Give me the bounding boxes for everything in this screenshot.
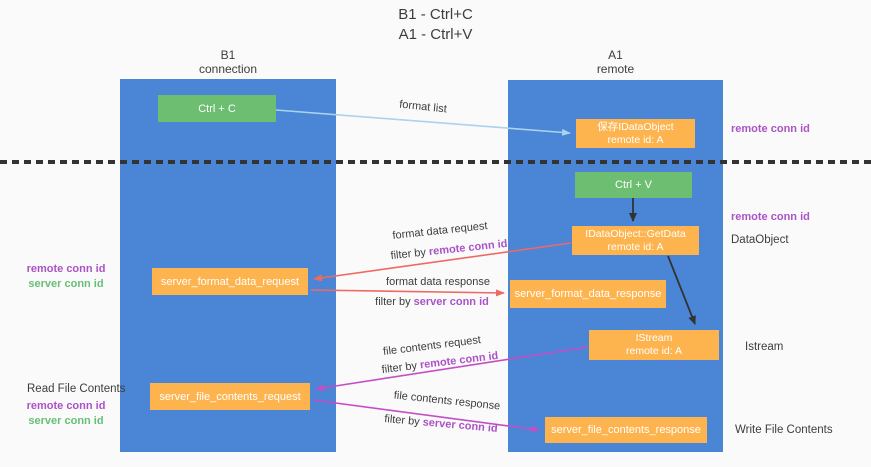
lifeline-a1-name: A1 <box>608 48 623 62</box>
format-conn-id-group: remote conn id server conn id <box>22 262 110 292</box>
diagram-title: B1 - Ctrl+C A1 - Ctrl+V <box>0 5 871 45</box>
lifeline-b1-name: B1 <box>220 48 236 62</box>
format-data-request-label: format data request <box>391 220 489 242</box>
node-ctrl-c: Ctrl + C <box>158 95 276 122</box>
node-ctrl-v: Ctrl + V <box>575 172 692 198</box>
read-file-contents-label: Read File Contents <box>27 383 126 395</box>
write-file-contents-label: Write File Contents <box>735 424 833 436</box>
remote-conn-id-highlight: remote conn id <box>419 349 499 372</box>
format-data-response-label: format data response <box>386 276 490 288</box>
filter-by-text: filter by <box>375 296 414 308</box>
node-server-file-contents-response: server_file_contents_response <box>545 417 707 443</box>
file-contents-response-label: file contents response <box>393 389 501 413</box>
server-conn-id-highlight: server conn id <box>413 296 489 308</box>
node-save-idataobject: 保存IDataObject remote id: A <box>576 119 695 148</box>
filter-by-remote-conn-id-label-1: filter by remote conn id <box>390 238 508 262</box>
node-istream-line1: IStream <box>635 332 673 344</box>
format-list-label: format list <box>398 98 448 116</box>
lifeline-b1-role: connection <box>198 62 258 76</box>
remote-conn-id-highlight: remote conn id <box>428 237 508 259</box>
file-server-conn-id-label: server conn id <box>28 415 104 427</box>
node-format-response-label: server_format_data_response <box>514 288 662 300</box>
node-server-format-data-response: server_format_data_response <box>510 280 666 308</box>
filter-by-server-conn-id-label-1: filter by server conn id <box>375 296 489 308</box>
file-remote-conn-id-label: remote conn id <box>26 400 106 412</box>
lifeline-header-b1: B1 connection <box>120 48 336 76</box>
node-server-format-data-request: server_format_data_request <box>152 268 308 295</box>
node-istream-line2: remote id: A <box>625 345 683 357</box>
node-server-file-contents-request: server_file_contents_request <box>150 383 310 410</box>
format-server-conn-id-label: server conn id <box>28 278 104 290</box>
node-format-request-label: server_format_data_request <box>160 275 300 288</box>
server-conn-id-highlight: server conn id <box>422 416 499 435</box>
format-response-arrow <box>310 289 505 297</box>
node-getdata-line1: IDataObject::GetData <box>585 227 686 240</box>
node-file-response-label: server_file_contents_response <box>551 424 701 436</box>
filter-by-text: filter by <box>390 246 430 263</box>
node-idataobject-getdata: IDataObject::GetData remote id: A <box>572 226 699 255</box>
lifeline-header-a1: A1 remote <box>508 48 723 76</box>
filter-by-text: filter by <box>383 413 424 429</box>
title-line-1: B1 - Ctrl+C <box>398 6 473 23</box>
node-getdata-line2: remote id: A <box>607 240 664 253</box>
remote-conn-id-label-mid: remote conn id <box>731 211 810 223</box>
node-save-idataobject-line2: remote id: A <box>607 133 664 146</box>
dataobject-label: DataObject <box>731 234 789 246</box>
lifeline-a1-role: remote <box>596 62 635 76</box>
filter-by-server-conn-id-label-2: filter by server conn id <box>384 413 498 435</box>
node-ctrl-c-label: Ctrl + C <box>198 102 236 115</box>
remote-conn-id-label-top: remote conn id <box>731 123 810 135</box>
istream-label: Istream <box>745 341 784 353</box>
node-file-request-label: server_file_contents_request <box>159 390 301 403</box>
node-istream: IStream remote id: A <box>589 330 719 360</box>
filter-by-text: filter by <box>381 359 421 377</box>
node-ctrl-v-label: Ctrl + V <box>615 179 652 191</box>
file-conn-id-group: remote conn id server conn id <box>22 399 110 429</box>
dashed-divider <box>0 160 871 164</box>
format-remote-conn-id-label: remote conn id <box>26 263 106 275</box>
title-line-2: A1 - Ctrl+V <box>398 26 473 43</box>
node-save-idataobject-line1: 保存IDataObject <box>597 120 674 133</box>
